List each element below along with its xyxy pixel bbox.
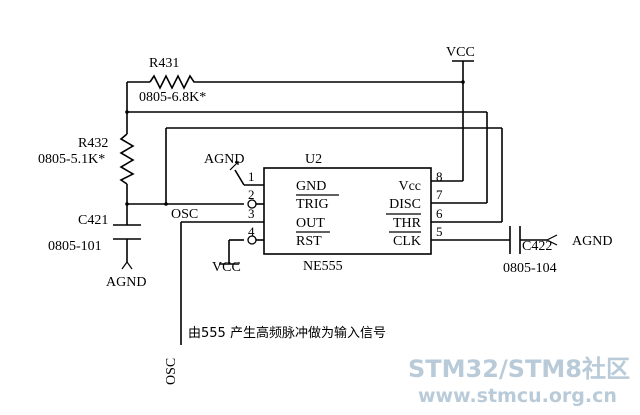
c422-symbol xyxy=(509,226,521,254)
c421-value-label: 0805-101 xyxy=(48,239,102,254)
r431-ref-label: R431 xyxy=(149,56,179,71)
agnd-pin1-arrow xyxy=(229,161,240,171)
junction-disc xyxy=(125,110,129,114)
pin-8-name: Vcc xyxy=(398,179,421,194)
c422-value-label: 0805-104 xyxy=(503,261,557,276)
schematic-caption: 由555 产生高频脉冲做为输入信号 xyxy=(188,325,386,341)
vcc-rst-label: VCC xyxy=(212,260,241,275)
pin-1-name: GND xyxy=(296,179,326,194)
agnd-pin1-label: AGND xyxy=(204,152,244,167)
c421-ref-label: C421 xyxy=(78,213,108,228)
watermark-title: STM32/STM8社区 xyxy=(408,355,630,383)
c421-symbol xyxy=(113,224,141,240)
pin-3-number: 3 xyxy=(248,206,255,221)
r432-value-label: 0805-5.1K* xyxy=(38,152,105,167)
agnd-pin1-lead xyxy=(234,169,245,186)
pin-1-number: 1 xyxy=(248,169,255,184)
agnd-c422-arrow xyxy=(546,234,558,246)
pin-5-name: CLK xyxy=(393,234,421,249)
pin-8-number: 8 xyxy=(436,169,443,184)
pin-4-number: 4 xyxy=(248,224,255,239)
c422-ref-label: C422 xyxy=(522,239,552,254)
pin-6-name: THR xyxy=(393,216,422,231)
pin-2-number: 2 xyxy=(248,187,255,202)
chip-ref-label: U2 xyxy=(305,152,322,167)
junction-trig xyxy=(164,202,168,206)
chip-part-label: NE555 xyxy=(303,259,343,274)
osc-line-label: OSC xyxy=(164,358,179,385)
agnd-c421-arrow xyxy=(121,261,133,270)
watermark-url: www.stmcu.org.cn xyxy=(418,385,617,407)
pin-7-name: DISC xyxy=(389,197,421,212)
agnd-c422-label: AGND xyxy=(572,234,612,249)
wires xyxy=(121,60,558,345)
ne555-chip-body xyxy=(263,167,432,255)
agnd-c421-label: AGND xyxy=(106,275,146,290)
pin-4-name: RST xyxy=(296,234,322,249)
pin-7-number: 7 xyxy=(436,187,443,202)
r431-value-label: 0805-6.8K* xyxy=(139,90,206,105)
pin-5-number: 5 xyxy=(436,224,443,239)
junction-vcc xyxy=(461,80,465,84)
r432-ref-label: R432 xyxy=(78,136,108,151)
r432-body xyxy=(119,133,135,185)
pin-2-name: TRIG xyxy=(296,197,329,212)
vcc-top-label: VCC xyxy=(446,45,475,60)
pin-6-number: 6 xyxy=(436,206,443,221)
osc-out-label: OSC xyxy=(171,207,198,222)
r431-body xyxy=(149,74,198,90)
pin-3-name: OUT xyxy=(296,216,325,231)
